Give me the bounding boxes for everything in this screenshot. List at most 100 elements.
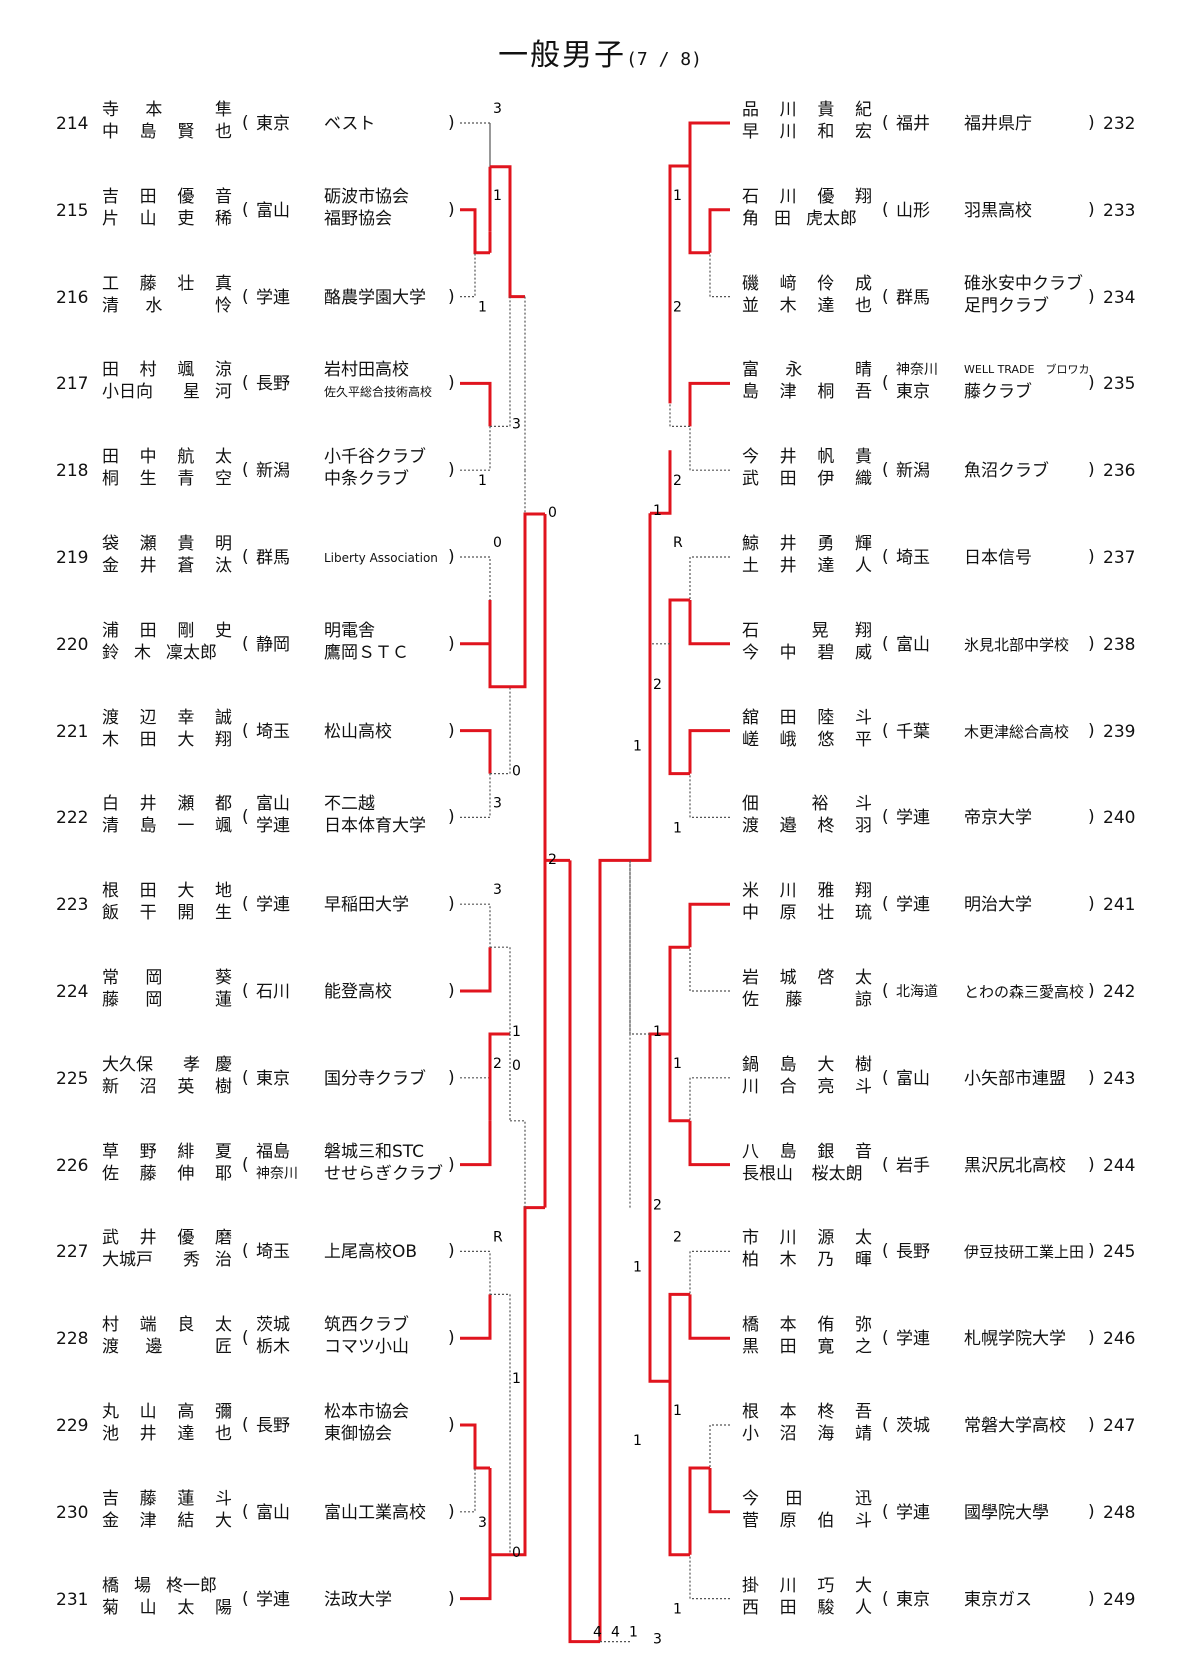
- right-entry-number: 235: [1103, 374, 1136, 395]
- final-score: 4: [611, 1625, 620, 1641]
- winner-line: [460, 1120, 492, 1167]
- player-2-name-part: 土: [742, 556, 759, 576]
- player-1-name: 吉藤蓮斗: [102, 1488, 232, 1510]
- final-score: 4: [593, 1625, 602, 1641]
- player-2-name-part: 田: [779, 469, 797, 490]
- player-2-name-part: 片: [102, 208, 119, 229]
- player-2-name-part: 黒: [742, 1337, 759, 1358]
- player-1-name-part: 巧: [817, 1575, 835, 1596]
- winner-line: [460, 381, 492, 427]
- player-1-name: 武井優磨: [102, 1227, 232, 1249]
- player-1-name: 石晃翔: [742, 620, 872, 642]
- score-label: 1: [653, 1024, 662, 1040]
- score-label: 1: [673, 1602, 682, 1618]
- club-name: 明電舎: [324, 620, 375, 641]
- player-2-name-part: 怜: [214, 295, 232, 316]
- player-2-name-part: 邉: [779, 816, 797, 837]
- player-2-name-part: 開: [177, 903, 195, 924]
- score-label: 1: [673, 188, 682, 204]
- right-entry-number: 246: [1103, 1329, 1136, 1350]
- player-1-name-part: 颯: [177, 360, 195, 381]
- player-2-name: 菊山太陽: [102, 1597, 232, 1619]
- player-2-name-part: 小: [742, 1424, 759, 1444]
- club-name: 木更津総合高校: [964, 722, 1070, 741]
- player-1-name-part: 川: [779, 1228, 797, 1249]
- club-name: 足門クラブ: [964, 295, 1049, 316]
- player-2-name-part: 島: [139, 122, 157, 142]
- winner-line: [688, 1466, 710, 1555]
- club-name: 上尾高校OB: [324, 1242, 418, 1263]
- player-2-name-part: 島: [139, 816, 157, 837]
- player-2-name-part: 木: [134, 642, 151, 663]
- player-1-name: 今井帆貴: [742, 446, 872, 468]
- open-paren: (: [882, 633, 889, 654]
- player-1-name-part: 川: [779, 881, 797, 902]
- player-2-name-part: 諒: [854, 990, 872, 1010]
- player-2-name-part: 中: [779, 642, 797, 663]
- player-1-name: 舘田陸斗: [742, 707, 872, 729]
- club-name: 氷見北部中学校: [964, 635, 1070, 654]
- player-2-name-part: 羽: [854, 816, 872, 837]
- title-sub: (7 / 8): [626, 49, 702, 70]
- open-paren: (: [242, 1588, 249, 1609]
- club-name: 松本市協会: [324, 1402, 409, 1422]
- player-1-name-part: 勇: [817, 534, 835, 554]
- player-2-name-part: 清: [102, 816, 119, 837]
- player-1-name: 橋場柊一郎: [102, 1575, 232, 1597]
- player-2-name-part: 太: [177, 1597, 195, 1618]
- player-1-name-part: 貴: [817, 100, 835, 120]
- prefecture: 東京: [896, 1589, 930, 1610]
- player-2-name-part: 暉: [854, 1250, 872, 1271]
- player-2-name-part: 川: [779, 122, 797, 142]
- prefecture: 長野: [256, 374, 290, 395]
- club-name: 酪農学園大学: [324, 287, 426, 308]
- player-2-name-part: 池: [102, 1424, 119, 1444]
- player-1-name-part: 弥: [854, 1315, 872, 1336]
- player-1-name: 根本柊吾: [742, 1401, 872, 1423]
- prefecture: 群馬: [896, 287, 930, 308]
- club-name: 明治大学: [964, 895, 1032, 916]
- left-entry-number: 218: [56, 461, 89, 482]
- player-2-name-part: 駿: [817, 1597, 835, 1618]
- prefecture: 富山: [896, 1068, 930, 1089]
- player-1-name-part: 石: [742, 620, 759, 641]
- player-2-name-part: 沼: [139, 1076, 157, 1097]
- close-paren: ): [448, 1154, 455, 1175]
- club-name: WELL TRADE ブロワカ: [964, 363, 1090, 377]
- right-entry-number: 248: [1103, 1502, 1136, 1523]
- left-entry-number: 226: [56, 1155, 89, 1176]
- close-paren: ): [448, 1415, 455, 1435]
- score-label: 2: [653, 677, 662, 693]
- player-2-name-part: 大城戸: [102, 1250, 153, 1271]
- player-1-name-part: 鍋: [742, 1054, 759, 1075]
- left-entry-number: 225: [56, 1068, 89, 1089]
- winner-line: [488, 1032, 510, 1121]
- club-name: 法政大学: [324, 1589, 392, 1610]
- player-2-name-part: 人: [854, 1597, 872, 1618]
- player-1-name-part: 太: [214, 447, 232, 468]
- player-1-name-part: 端: [139, 1315, 157, 1336]
- player-1-name: 石川優翔: [742, 186, 872, 208]
- player-1-name-part: 伶: [817, 273, 835, 294]
- bracket-line: [490, 946, 511, 1034]
- close-paren: ): [1088, 1415, 1095, 1435]
- player-2-name: 嵯峨悠平: [742, 729, 872, 751]
- player-1-name-part: 陸: [817, 707, 835, 728]
- player-1-name-part: 雅: [817, 881, 835, 902]
- open-paren: (: [242, 633, 249, 654]
- bracket-line: [460, 1250, 491, 1295]
- player-2-name-part: 大: [177, 729, 195, 750]
- player-2-name-part: 生: [139, 469, 157, 490]
- winner-line: [688, 1120, 730, 1167]
- score-label: 1: [633, 1433, 642, 1449]
- player-2-name-part: 中: [102, 122, 119, 142]
- score-label: 2: [673, 473, 682, 489]
- close-paren: ): [1088, 286, 1095, 307]
- player-1-name-part: 磯: [742, 273, 759, 294]
- score-label: 1: [633, 739, 642, 755]
- player-1-name-part: 草: [102, 1141, 119, 1162]
- player-2-name-part: 吏: [177, 208, 195, 229]
